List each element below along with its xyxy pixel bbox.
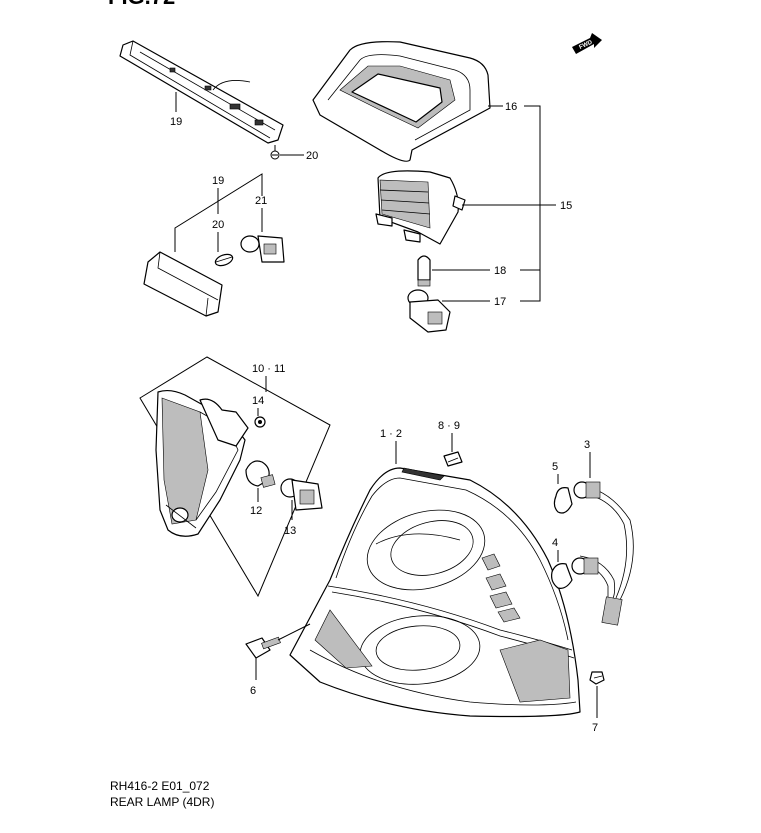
callout-8-9: 8 · 9 (438, 420, 460, 432)
callout-19-sub: 19 (212, 175, 224, 187)
callout-10-11: 10 · 11 (252, 363, 285, 375)
bulb-socket-lower (571, 557, 599, 575)
bulb-socket-17 (407, 289, 451, 333)
callout-17: 17 (494, 296, 506, 308)
callout-18: 18 (494, 265, 506, 277)
callout-6: 6 (250, 685, 256, 697)
bulb-socket-21 (240, 235, 285, 263)
figure-code: RH416-2 E01_072 (110, 779, 210, 793)
high-mount-lens (143, 251, 223, 317)
bulb-socket-upper (573, 481, 601, 499)
wedge-bulb-20 (214, 253, 234, 267)
high-mount-lamp-15 (375, 170, 466, 245)
fwd-badge-text: FWD (578, 39, 594, 50)
callout-13: 13 (284, 525, 296, 537)
inner-rear-lamp-10-11 (155, 389, 249, 537)
callout-5: 5 (552, 461, 558, 473)
callout-20-sub: 20 (212, 219, 224, 231)
bulb-12 (245, 460, 276, 488)
screw-6 (245, 636, 281, 659)
high-mount-cover-16 (312, 41, 491, 162)
clip-8-9 (443, 451, 463, 467)
callout-1-2: 1 · 2 (380, 428, 402, 440)
callout-19-top: 19 (170, 116, 182, 128)
nut-14 (254, 416, 266, 428)
bulb-4 (551, 563, 573, 589)
callout-4: 4 (552, 537, 558, 549)
figure-title: FIG.72 (108, 0, 175, 9)
rear-combination-lamp-1-2 (289, 467, 581, 718)
high-mount-lamp-bar (119, 40, 284, 144)
callout-14: 14 (252, 395, 264, 407)
fwd-arrow-icon: FWD (572, 33, 602, 54)
callout-3: 3 (584, 439, 590, 451)
callout-20-top: 20 (306, 150, 318, 162)
wedge-bulb-18 (417, 255, 431, 287)
bulb-5 (553, 487, 573, 514)
screw-20-top (270, 145, 280, 160)
callout-16: 16 (505, 101, 517, 113)
callout-21: 21 (255, 195, 267, 207)
inner-lamp-group-box (139, 356, 331, 598)
wiring-harness-3 (579, 485, 634, 626)
callout-12: 12 (250, 505, 262, 517)
callout-15: 15 (560, 200, 572, 212)
bulb-socket-13 (280, 478, 323, 511)
callout-7: 7 (592, 722, 598, 734)
screw-7 (589, 671, 605, 685)
figure-caption: REAR LAMP (4DR) (110, 795, 215, 809)
